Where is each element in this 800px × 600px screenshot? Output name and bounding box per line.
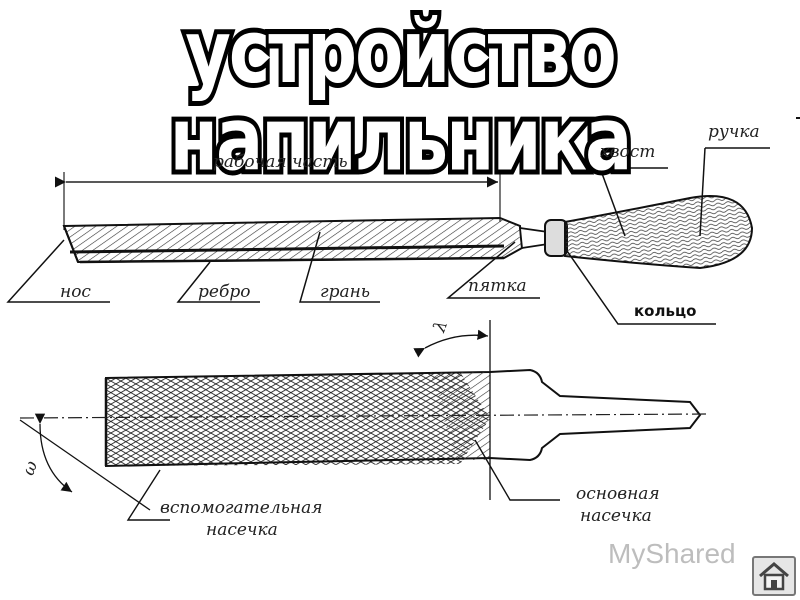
main-leader (474, 439, 560, 501)
file-edge (69, 244, 505, 254)
page-title: устройство напильника (166, 0, 637, 191)
top-leaders (6, 147, 770, 325)
file-blade (62, 216, 524, 264)
file-nose-edge (63, 225, 79, 263)
label-heel: пятка (468, 276, 527, 296)
label-main-cut-line1: основная (576, 484, 660, 504)
axis-line (19, 413, 711, 419)
label-working-part: рабочая часть (213, 152, 348, 172)
home-button[interactable] (752, 556, 796, 596)
label-aux-cut-line1: вспомогательная (160, 498, 323, 518)
label-handle: ручка (708, 122, 760, 142)
omega-arc (34, 413, 73, 493)
label-face: грань (320, 282, 371, 302)
label-nose: нос (60, 282, 91, 302)
label-ring: кольцо (634, 302, 697, 320)
file-handle (564, 195, 754, 270)
aux-leader (126, 469, 170, 521)
file-tang (518, 226, 549, 250)
auxiliary-cut-b (106, 372, 490, 466)
bottom-file (19, 320, 711, 521)
label-rib: ребро (198, 282, 251, 302)
top-file (54, 172, 754, 270)
watermark: MyShared (608, 538, 736, 570)
label-aux-cut-line2: насечка (206, 520, 278, 540)
label-main-cut-line2: насечка (580, 506, 652, 526)
watermark-text: MyShared (608, 538, 736, 569)
home-icon (759, 562, 789, 591)
handle-ring (544, 219, 568, 257)
label-tail: хвост (600, 142, 656, 162)
omega-ref-line (19, 419, 151, 511)
lambda-arc (413, 329, 489, 358)
file-rib (79, 256, 505, 264)
